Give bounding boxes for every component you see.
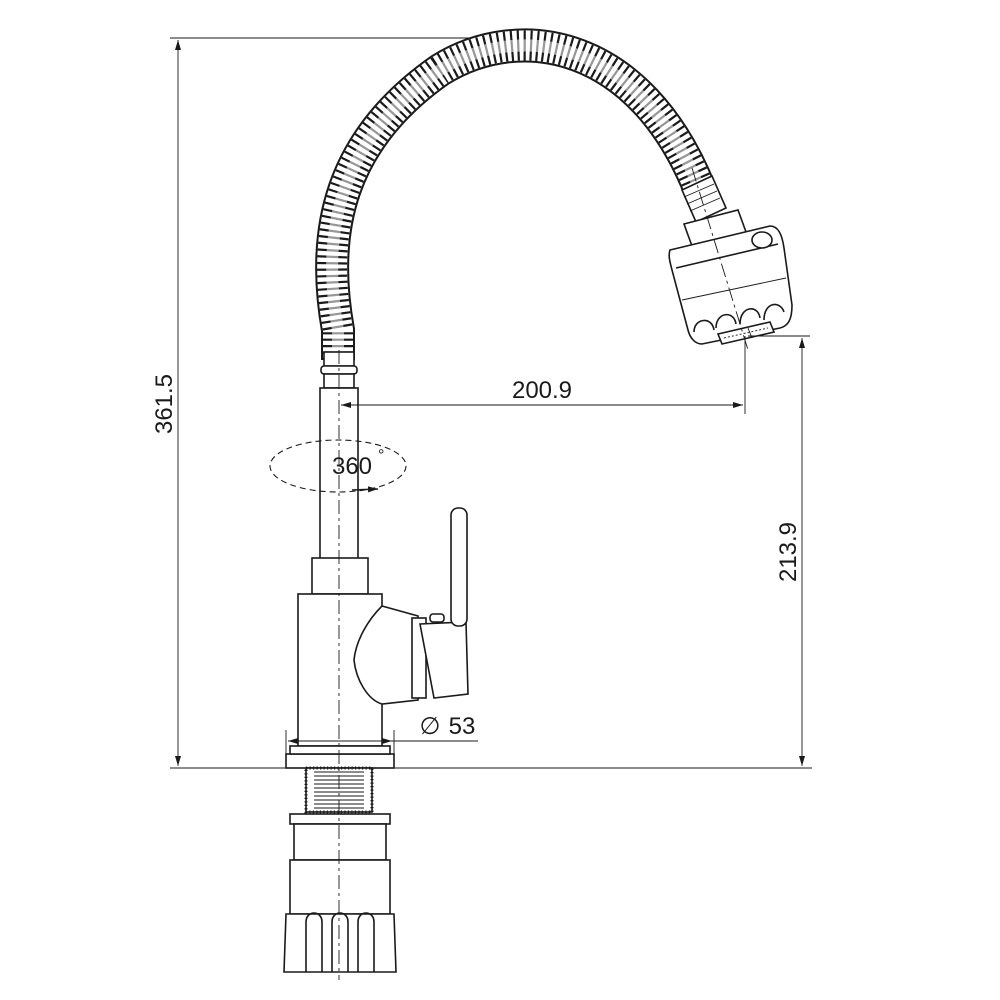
dimension-reach: 200.9 <box>341 336 746 414</box>
hose-fitting-upper <box>680 174 748 247</box>
rotation-unit-label: ° <box>378 447 384 464</box>
base-diameter-label: 53 <box>449 713 476 740</box>
flexible-hose <box>315 28 716 360</box>
spray-head <box>668 225 793 345</box>
lever-base <box>419 621 469 699</box>
rotation-label: 360 <box>332 453 372 480</box>
cartridge-housing <box>353 605 419 705</box>
mounting-nut <box>283 813 397 973</box>
total-height-label: 361.5 <box>151 374 178 434</box>
faucet-body <box>297 507 469 747</box>
tube-collar <box>311 557 369 595</box>
dimension-total-height: 361.5 <box>151 37 812 769</box>
spray-toggle-icon <box>751 231 773 249</box>
reach-label: 200.9 <box>512 377 572 404</box>
diameter-symbol-icon: ∅ <box>420 713 441 740</box>
dimension-spout-height: 213.9 <box>748 335 810 766</box>
dimension-base-diameter: ∅ 53 <box>285 713 478 754</box>
spout-height-label: 213.9 <box>775 522 802 582</box>
lever-handle <box>450 507 468 627</box>
base-flange <box>285 753 395 769</box>
spray-head-axis <box>691 167 749 351</box>
